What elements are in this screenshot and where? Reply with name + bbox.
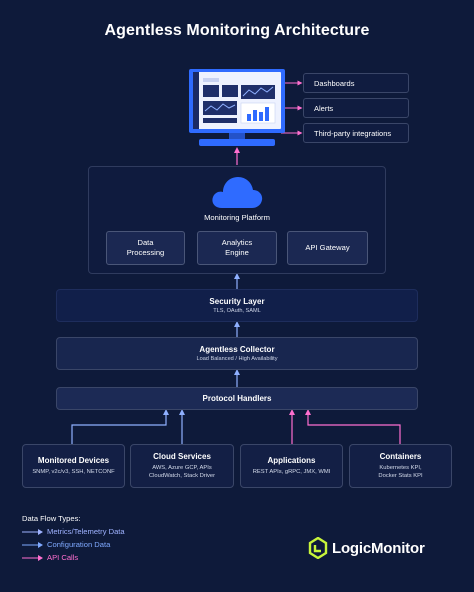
source-line2: Docker Stats KPI <box>378 473 423 479</box>
source-applications: Applications REST APIs, gRPC, JMX, WMI <box>240 444 343 488</box>
component-line1: Data <box>137 238 154 247</box>
page-title: Agentless Monitoring Architecture <box>104 22 370 39</box>
source-title: Containers <box>379 452 422 461</box>
arrow-containers-to-protocol <box>305 409 401 444</box>
source-title: Monitored Devices <box>37 456 110 465</box>
analytics-engine-box: Analytics Engine <box>197 231 277 265</box>
source-monitored-devices: Monitored Devices SNMP, v2c/v3, SSH, NET… <box>22 444 125 488</box>
component-line2: Processing <box>126 248 165 257</box>
source-line1: SNMP, v2c/v3, SSH, NETCONF <box>32 469 115 475</box>
legend-item-configuration: Configuration Data <box>22 540 110 549</box>
monitor-illustration <box>189 66 285 150</box>
legend-arrow-icon <box>22 528 43 535</box>
source-line1: Kubernetes KPI, <box>379 465 422 471</box>
data-processing-box: Data Processing <box>106 231 185 265</box>
collector-sub: Load Balanced / High Availability <box>196 355 278 362</box>
source-containers: Containers Kubernetes KPI, Docker Stats … <box>349 444 452 488</box>
security-title: Security Layer <box>209 296 265 306</box>
legend-arrow-icon <box>22 554 43 561</box>
legend-title: Data Flow Types: <box>22 514 81 523</box>
side-item-third-party-integrations: Third-party integrations <box>303 123 409 143</box>
source-cloud-services: Cloud Services AWS, Azure GCP, APIs Clou… <box>130 444 234 488</box>
security-layer-box: Security Layer TLS, OAuth, SAML <box>56 289 418 322</box>
source-title: Applications <box>267 456 316 465</box>
logicmonitor-logo: LogicMonitor <box>308 537 425 559</box>
collector-title: Agentless Collector <box>199 344 275 354</box>
api-gateway-box: API Gateway <box>287 231 368 265</box>
source-line2: CloudWatch, Stack Driver <box>148 473 216 479</box>
legend-arrow-icon <box>22 541 43 548</box>
source-line1: REST APIs, gRPC, JMX, WMI <box>252 469 331 475</box>
legend-label: Metrics/Telemetry Data <box>47 527 125 536</box>
component-line2: Engine <box>225 248 249 257</box>
platform-label: Monitoring Platform <box>204 213 270 222</box>
side-item-dashboards: Dashboards <box>303 73 409 93</box>
security-sub: TLS, OAuth, SAML <box>213 307 261 314</box>
cloud-icon <box>210 175 264 214</box>
protocol-title: Protocol Handlers <box>202 393 272 403</box>
source-title: Cloud Services <box>153 452 211 461</box>
legend-label: API Calls <box>47 553 79 562</box>
arrow-devices-to-protocol <box>71 409 169 444</box>
logicmonitor-mark-icon <box>308 537 328 559</box>
legend-item-api-calls: API Calls <box>22 553 78 562</box>
side-item-alerts: Alerts <box>303 98 409 118</box>
component-line1: Analytics <box>221 238 253 247</box>
brand-name: LogicMonitor <box>332 539 425 557</box>
protocol-handlers-box: Protocol Handlers <box>56 387 418 410</box>
legend-item-metrics: Metrics/Telemetry Data <box>22 527 125 536</box>
legend-label: Configuration Data <box>47 540 111 549</box>
source-line1: AWS, Azure GCP, APIs <box>152 465 212 471</box>
agentless-collector-box: Agentless Collector Load Balanced / High… <box>56 337 418 370</box>
component-line1: API Gateway <box>305 243 350 252</box>
